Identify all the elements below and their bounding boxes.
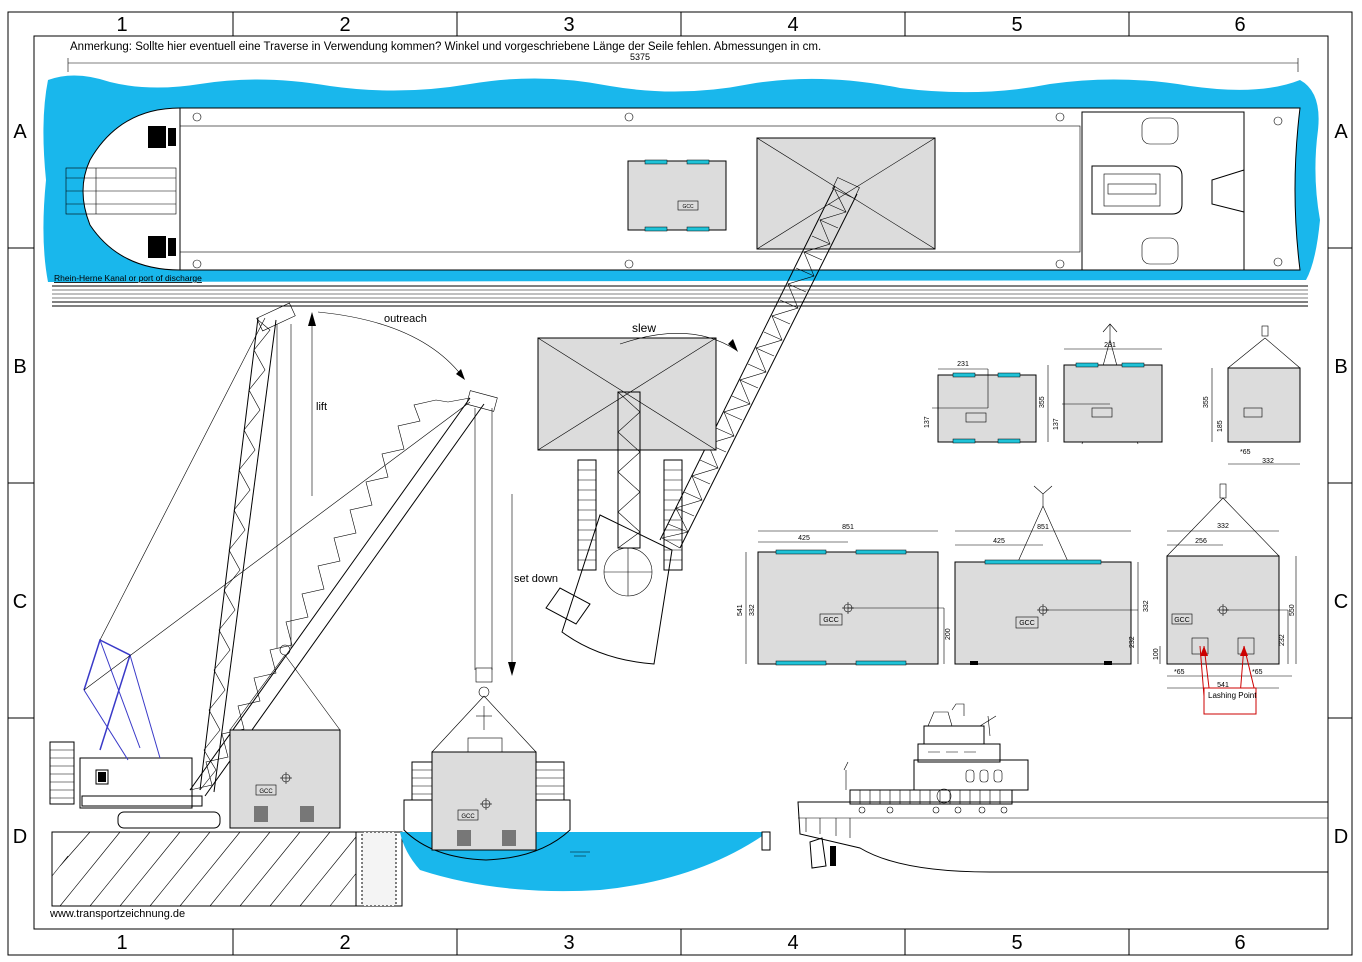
crane-boom-overhead [659, 177, 860, 549]
col-label-2: 2 [339, 14, 350, 36]
col-label-1: 1 [116, 932, 127, 954]
dim-label: 137 [1053, 418, 1060, 430]
col-label-1: 1 [116, 14, 127, 36]
row-label-d: D [1334, 826, 1348, 848]
cargo-tag: GCC [1174, 617, 1190, 624]
column-labels-top: 1 2 3 4 5 6 [116, 14, 1245, 36]
row-labels-right: A B C D [1334, 121, 1349, 848]
column-labels-bottom: 1 2 3 4 5 6 [116, 932, 1245, 954]
col-label-3: 3 [563, 14, 574, 36]
dim-label: 355 [1039, 396, 1046, 408]
dim-label: 425 [798, 535, 810, 542]
dim-label: 100 [1153, 648, 1160, 660]
lift-label: lift [316, 401, 327, 413]
lashing-point-label: Lashing Point [1208, 691, 1257, 700]
hook-icon [475, 667, 493, 698]
cargo-tag: GCC [823, 617, 839, 624]
slew-plan-view: slew [537, 321, 738, 665]
dim-label: 541 [1217, 682, 1229, 689]
dim-label: 332 [1217, 523, 1229, 530]
dim-label: *65 [1174, 669, 1185, 676]
dim-label: 231 [1104, 342, 1116, 349]
col-label-2: 2 [339, 932, 350, 954]
dim-label: 231 [957, 361, 969, 368]
cargo-tag: GCC [259, 789, 273, 795]
dim-label: 332 [749, 604, 756, 616]
row-labels-left: A B C D [13, 121, 28, 848]
row-label-b: B [13, 356, 26, 378]
push-boat-side-view [797, 703, 1329, 873]
dim-label: 232 [1279, 634, 1286, 646]
dim-label: 541 [737, 604, 744, 616]
col-label-4: 4 [787, 14, 798, 36]
col-label-6: 6 [1234, 932, 1245, 954]
slew-label: slew [632, 321, 656, 335]
center-of-gravity-icon [280, 772, 292, 784]
dim-label: 137 [924, 416, 931, 428]
row-label-c: C [1334, 591, 1348, 613]
hook-icon [1219, 483, 1227, 499]
winch-icon [148, 126, 176, 148]
canal-label: Rhein-Herne Kanal or port of discharge [54, 273, 202, 283]
footer-url: www.transportzeichnung.de [49, 908, 185, 920]
crawler-crane-side-view: GCC lift outreach set down GCC [49, 302, 771, 907]
row-label-a: A [13, 121, 27, 143]
propeller-icon [809, 837, 836, 869]
annotation-note: Anmerkung: Sollte hier eventuell eine Tr… [70, 41, 821, 53]
hook-icon [1261, 325, 1269, 337]
center-of-gravity-icon [842, 602, 854, 614]
cargo-tag: GCC [1019, 620, 1035, 627]
dim-label: *65 [1240, 449, 1251, 456]
col-label-6: 6 [1234, 14, 1245, 36]
cargo-tag: GCC [682, 204, 694, 210]
dim-label: 200 [945, 628, 952, 640]
barge-length-dim: 5375 [630, 52, 650, 62]
dim-label: 185 [1217, 420, 1224, 432]
cargo-detail-large: GCC 851 425 541 332 200 GCC 851 425 332 … [737, 483, 1297, 715]
row-label-b: B [1334, 356, 1347, 378]
center-of-gravity-icon [480, 798, 492, 810]
cargo-tag: GCC [461, 814, 475, 820]
dim-label: 550 [1289, 604, 1296, 616]
dim-label: *65 [1252, 669, 1263, 676]
winch-icon [148, 236, 176, 258]
dim-label: 256 [1195, 538, 1207, 545]
col-label-4: 4 [787, 932, 798, 954]
dim-label: 332 [1262, 458, 1274, 465]
row-label-c: C [13, 591, 27, 613]
drawing-frame [7, 11, 1353, 956]
dim-label: 332 [1143, 600, 1150, 612]
dim-label: 425 [993, 538, 1005, 545]
row-label-a: A [1334, 121, 1348, 143]
dim-label: 851 [1037, 524, 1049, 531]
set-down-label: set down [514, 573, 558, 585]
col-label-5: 5 [1011, 932, 1022, 954]
dim-label: 355 [1203, 396, 1210, 408]
center-of-gravity-icon [1037, 604, 1049, 616]
outreach-label: outreach [384, 313, 427, 325]
cargo-detail-small: 231 137 231 355 137 355 185 *65 332 [924, 323, 1301, 465]
row-label-d: D [13, 826, 27, 848]
center-of-gravity-icon [1217, 604, 1229, 616]
dim-label: 232 [1129, 636, 1136, 648]
col-label-5: 5 [1011, 14, 1022, 36]
bollard-icon [192, 112, 1283, 269]
dim-label: 851 [842, 524, 854, 531]
col-label-3: 3 [563, 932, 574, 954]
barge-plan-view: 5375 [43, 52, 1320, 307]
